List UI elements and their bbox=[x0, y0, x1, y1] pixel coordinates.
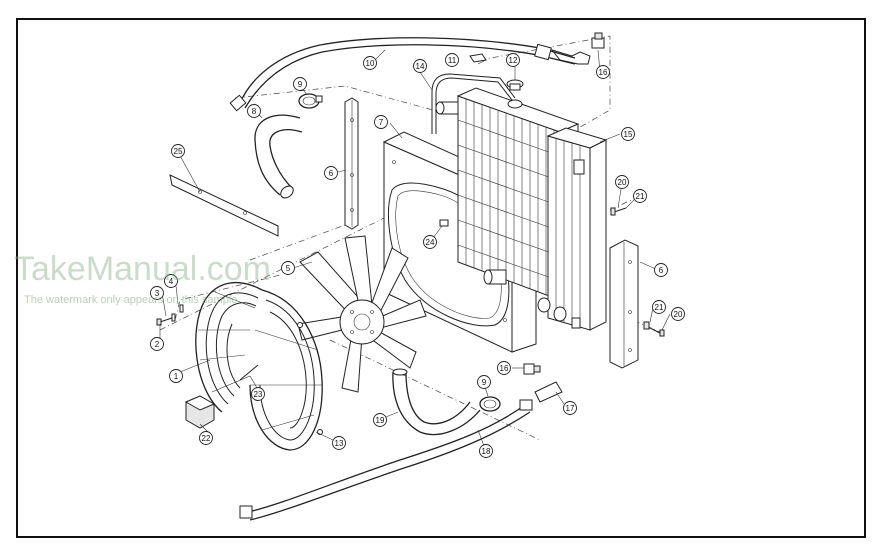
lower-elbow-hose bbox=[392, 368, 481, 436]
fan-guard-grille bbox=[249, 289, 323, 451]
watermark-subtitle: The watermark only appears on this sampl… bbox=[24, 294, 238, 306]
svg-text:9: 9 bbox=[298, 80, 303, 89]
callout-25: 25 bbox=[171, 144, 185, 158]
latch-clip bbox=[184, 395, 216, 429]
svg-text:3: 3 bbox=[155, 289, 160, 298]
svg-text:14: 14 bbox=[416, 62, 425, 71]
callout-16-side: 16 bbox=[497, 361, 511, 375]
guard-rod bbox=[239, 364, 259, 381]
callout-1: 1 bbox=[169, 369, 183, 383]
callout-22: 22 bbox=[199, 431, 213, 445]
callout-15: 15 bbox=[621, 127, 635, 141]
callout-20-top: 20 bbox=[615, 175, 629, 189]
svg-text:10: 10 bbox=[366, 59, 375, 68]
callout-12: 12 bbox=[506, 53, 520, 67]
svg-text:15: 15 bbox=[624, 130, 633, 139]
svg-text:16: 16 bbox=[500, 364, 509, 373]
callout-21-bottom: 21 bbox=[652, 300, 666, 314]
svg-text:6: 6 bbox=[329, 169, 334, 178]
upper-hose bbox=[229, 37, 591, 112]
right-side-bracket bbox=[609, 239, 639, 369]
svg-text:20: 20 bbox=[674, 310, 683, 319]
callout-19: 19 bbox=[373, 413, 387, 427]
callout-23: 23 bbox=[251, 387, 265, 401]
svg-text:21: 21 bbox=[636, 192, 645, 201]
svg-text:18: 18 bbox=[482, 447, 491, 456]
callout-3: 3 bbox=[150, 286, 164, 300]
diagram-frame bbox=[16, 18, 866, 538]
callout-16-top: 16 bbox=[596, 65, 610, 79]
fan-blades bbox=[297, 235, 427, 393]
svg-text:19: 19 bbox=[376, 416, 385, 425]
svg-text:21: 21 bbox=[655, 303, 664, 312]
callout-4: 4 bbox=[164, 274, 178, 288]
callout-13: 13 bbox=[332, 436, 346, 450]
fitting-top bbox=[591, 32, 605, 49]
oil-cooler bbox=[537, 127, 608, 331]
callout-10: 10 bbox=[363, 56, 377, 70]
upper-elbow-hose bbox=[254, 114, 303, 199]
mounting-strap bbox=[169, 174, 279, 237]
svg-text:22: 22 bbox=[202, 434, 211, 443]
svg-text:16: 16 bbox=[599, 68, 608, 77]
svg-text:8: 8 bbox=[252, 107, 257, 116]
hose-clamp-lower bbox=[479, 396, 501, 412]
radiator-cap bbox=[506, 79, 524, 109]
svg-text:13: 13 bbox=[335, 439, 344, 448]
radiator-core bbox=[435, 87, 580, 301]
callout-6-right: 6 bbox=[654, 263, 668, 277]
watermark-title: TakeManual.com bbox=[14, 250, 272, 288]
callout-6-left: 6 bbox=[324, 166, 338, 180]
fitting-side bbox=[523, 363, 541, 375]
svg-text:23: 23 bbox=[254, 390, 263, 399]
callout-18: 18 bbox=[479, 444, 493, 458]
fitting-lower bbox=[534, 381, 563, 403]
svg-text:12: 12 bbox=[509, 56, 518, 65]
svg-text:9: 9 bbox=[482, 378, 487, 387]
svg-text:24: 24 bbox=[426, 238, 435, 247]
svg-text:17: 17 bbox=[566, 404, 575, 413]
svg-text:20: 20 bbox=[618, 178, 627, 187]
guard-screws bbox=[156, 304, 184, 326]
callout-7: 7 bbox=[374, 115, 388, 129]
callout-20-bottom: 20 bbox=[671, 307, 685, 321]
callout-21-top: 21 bbox=[633, 189, 647, 203]
callout-2: 2 bbox=[150, 337, 164, 351]
callout-9-top: 9 bbox=[293, 77, 307, 91]
callout-9-bottom: 9 bbox=[477, 375, 491, 389]
callout-5: 5 bbox=[281, 261, 295, 275]
bolt-set-lower bbox=[643, 321, 665, 337]
left-side-bracket bbox=[344, 97, 359, 230]
overflow-tube bbox=[431, 73, 516, 134]
svg-text:5: 5 bbox=[286, 264, 291, 273]
svg-text:4: 4 bbox=[169, 277, 174, 286]
bolt-set-upper bbox=[610, 207, 627, 216]
svg-text:25: 25 bbox=[174, 147, 183, 156]
lower-hose bbox=[239, 399, 533, 521]
svg-text:2: 2 bbox=[155, 340, 160, 349]
callout-17: 17 bbox=[563, 401, 577, 415]
warning-tag bbox=[469, 53, 487, 63]
callout-14: 14 bbox=[413, 59, 427, 73]
fan-guard bbox=[195, 281, 263, 413]
callout-24: 24 bbox=[423, 235, 437, 249]
callout-8: 8 bbox=[247, 104, 261, 118]
svg-text:11: 11 bbox=[448, 56, 457, 65]
svg-text:7: 7 bbox=[379, 118, 384, 127]
svg-text:1: 1 bbox=[174, 372, 179, 381]
hose-clamp-top bbox=[298, 93, 323, 109]
svg-text:6: 6 bbox=[659, 266, 664, 275]
callout-11: 11 bbox=[445, 53, 459, 67]
